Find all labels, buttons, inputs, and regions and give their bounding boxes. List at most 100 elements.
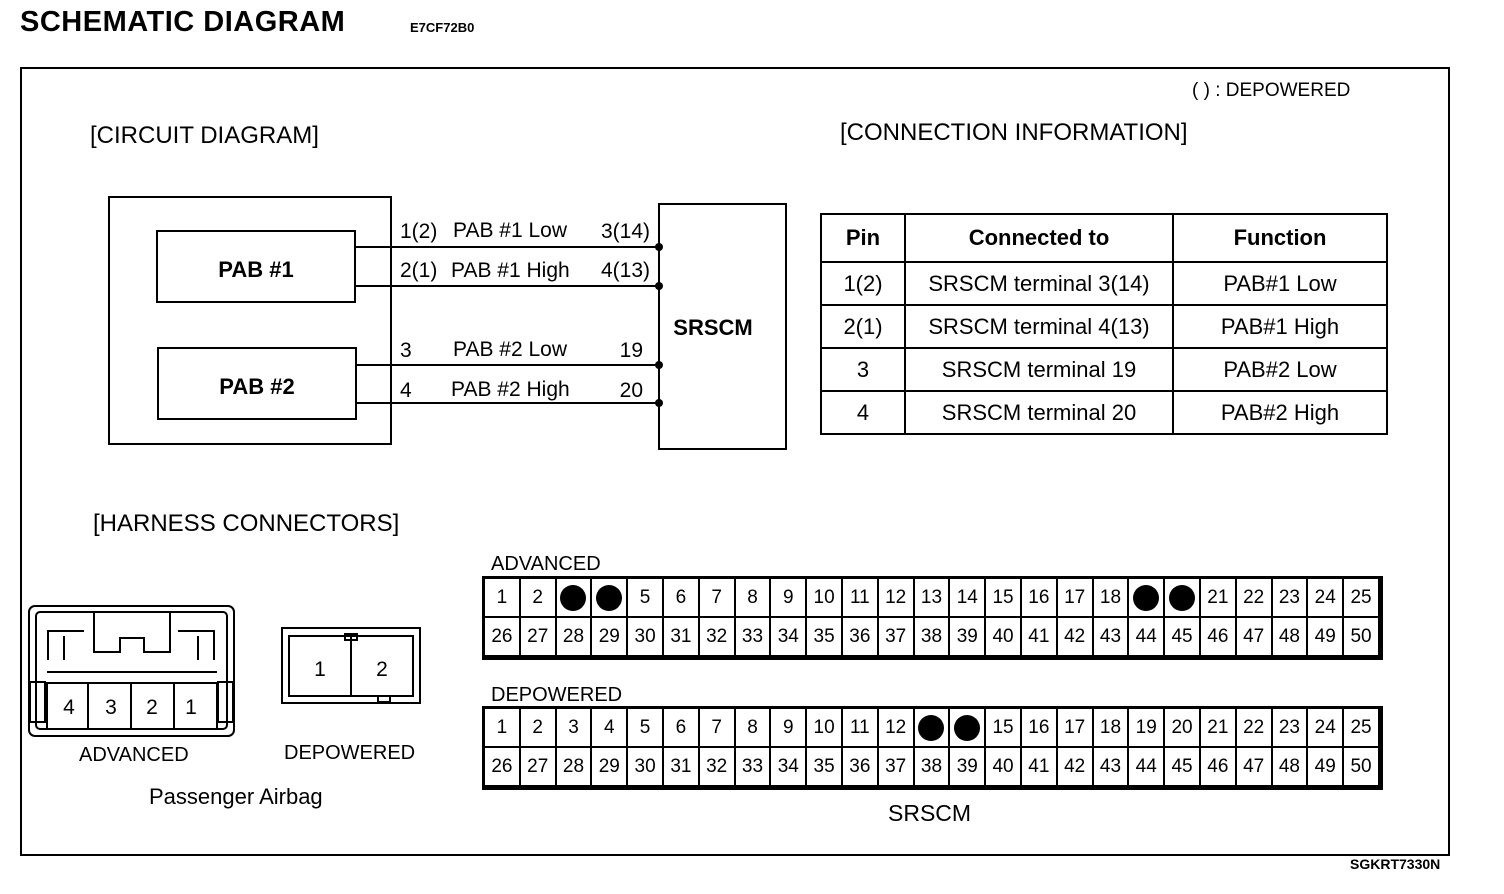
pin-cell: 29 xyxy=(591,747,628,786)
pin-cell: 49 xyxy=(1307,747,1344,786)
pin-cell: 21 xyxy=(1199,578,1236,617)
pin-cell: 49 xyxy=(1307,617,1344,656)
pin-cell: 46 xyxy=(1199,747,1236,786)
pin-cell: 47 xyxy=(1235,747,1272,786)
connection-table: Pin Connected to Function 1(2) SRSCM ter… xyxy=(820,213,1388,435)
pin-cell: 50 xyxy=(1343,617,1379,656)
pin-cell: 32 xyxy=(698,747,735,786)
pin-cell: 30 xyxy=(627,617,663,656)
pin-cell: 8 xyxy=(734,578,771,617)
pin-cell: 20 xyxy=(1164,708,1200,747)
wire-3-node xyxy=(655,361,663,369)
pin-cell: 23 xyxy=(1271,708,1308,747)
srscm-advanced-label: ADVANCED xyxy=(491,553,601,575)
pin-cell: 1 xyxy=(484,578,520,617)
pin-cell: 45 xyxy=(1164,747,1200,786)
wire-1-name: PAB #1 Low xyxy=(453,219,568,242)
advanced-connector-label: ADVANCED xyxy=(79,744,189,766)
pin-cell: 44 xyxy=(1128,747,1165,786)
blocked-pin-cell xyxy=(1128,578,1165,617)
table-header-row: Pin Connected to Function xyxy=(820,213,1388,263)
pin-cell: 5 xyxy=(627,578,663,617)
srscm-connector-caption: SRSCM xyxy=(888,800,972,826)
circuit-heading: [CIRCUIT DIAGRAM] xyxy=(90,122,319,149)
advanced-pin-2: 2 xyxy=(146,696,158,719)
pin-cell: 13 xyxy=(913,578,950,617)
pin-cell: 7 xyxy=(698,708,735,747)
pin-cell: 46 xyxy=(1199,617,1236,656)
depowered-pin-2: 2 xyxy=(376,658,388,681)
pin-cell: 44 xyxy=(1128,617,1165,656)
pin-cell: 9 xyxy=(770,708,807,747)
advanced-airbag-connector xyxy=(28,605,235,737)
pin-cell: 14 xyxy=(949,578,986,617)
pin-cell: 39 xyxy=(949,747,986,786)
pin-cell: 29 xyxy=(591,617,628,656)
pin-cell: 37 xyxy=(877,617,914,656)
blocked-pin-dot xyxy=(1169,584,1196,611)
blocked-pin-dot xyxy=(560,584,587,611)
wire-4-node xyxy=(655,399,663,407)
wire-2-name: PAB #1 High xyxy=(451,259,570,282)
table-cell: 1(2) xyxy=(820,261,906,306)
pin-cell: 33 xyxy=(734,617,771,656)
pin-cell: 12 xyxy=(877,708,914,747)
wire-3-left-pin: 3 xyxy=(400,339,412,362)
depowered-airbag-connector xyxy=(281,627,421,704)
pab2-box xyxy=(157,347,357,420)
wire-3-right-pin: 19 xyxy=(620,339,643,362)
wire-1-left-pin: 1(2) xyxy=(400,220,437,243)
pin-cell: 26 xyxy=(484,617,520,656)
pin-cell: 18 xyxy=(1092,708,1129,747)
pin-cell: 4 xyxy=(591,708,628,747)
column-header: Function xyxy=(1172,213,1388,263)
pin-cell: 37 xyxy=(877,747,914,786)
table-cell: PAB#1 Low xyxy=(1172,261,1388,306)
wire-4-right-pin: 20 xyxy=(620,379,643,402)
pin-cell: 5 xyxy=(627,708,663,747)
advanced-pin-1: 1 xyxy=(185,696,197,719)
pin-cell: 23 xyxy=(1271,578,1308,617)
pin-cell: 27 xyxy=(519,617,556,656)
table-cell: 3 xyxy=(820,347,906,392)
passenger-airbag-caption: Passenger Airbag xyxy=(149,784,323,809)
pab2-label: PAB #2 xyxy=(219,374,294,399)
blocked-pin-cell xyxy=(949,708,986,747)
pab1-label: PAB #1 xyxy=(218,257,293,282)
table-cell: PAB#1 High xyxy=(1172,304,1388,349)
pin-cell: 32 xyxy=(698,617,735,656)
pin-cell: 22 xyxy=(1235,708,1272,747)
blocked-pin-dot xyxy=(596,584,623,611)
pin-cell: 17 xyxy=(1056,708,1093,747)
pin-cell: 2 xyxy=(519,578,556,617)
pin-cell: 50 xyxy=(1343,747,1379,786)
pin-cell: 31 xyxy=(662,747,699,786)
pin-cell: 22 xyxy=(1235,578,1272,617)
blocked-pin-dot xyxy=(1133,584,1160,611)
harness-heading: [HARNESS CONNECTORS] xyxy=(93,510,400,537)
table-row: 1(2) SRSCM terminal 3(14) PAB#1 Low xyxy=(820,261,1388,306)
pin-cell: 42 xyxy=(1056,747,1093,786)
pin-cell: 25 xyxy=(1343,578,1379,617)
depowered-legend: ( ) : DEPOWERED xyxy=(1192,80,1351,101)
blocked-pin-cell xyxy=(555,578,592,617)
connection-heading: [CONNECTION INFORMATION] xyxy=(840,119,1188,146)
pin-cell: 21 xyxy=(1199,708,1236,747)
table-cell: SRSCM terminal 19 xyxy=(904,347,1174,392)
pin-cell: 16 xyxy=(1020,708,1057,747)
pin-cell: 11 xyxy=(841,578,878,617)
wire-3-name: PAB #2 Low xyxy=(453,338,568,361)
pin-cell: 24 xyxy=(1307,708,1344,747)
pin-cell: 9 xyxy=(770,578,807,617)
column-header: Connected to xyxy=(904,213,1174,263)
wire-2-left-pin: 2(1) xyxy=(400,259,437,282)
pin-cell: 1 xyxy=(484,708,520,747)
pin-cell: 27 xyxy=(519,747,556,786)
pin-cell: 43 xyxy=(1092,617,1129,656)
pin-cell: 38 xyxy=(913,617,950,656)
pin-cell: 6 xyxy=(662,708,699,747)
pin-cell: 28 xyxy=(555,747,592,786)
page-title: SCHEMATIC DIAGRAM xyxy=(20,6,346,38)
table-cell: PAB#2 High xyxy=(1172,390,1388,435)
